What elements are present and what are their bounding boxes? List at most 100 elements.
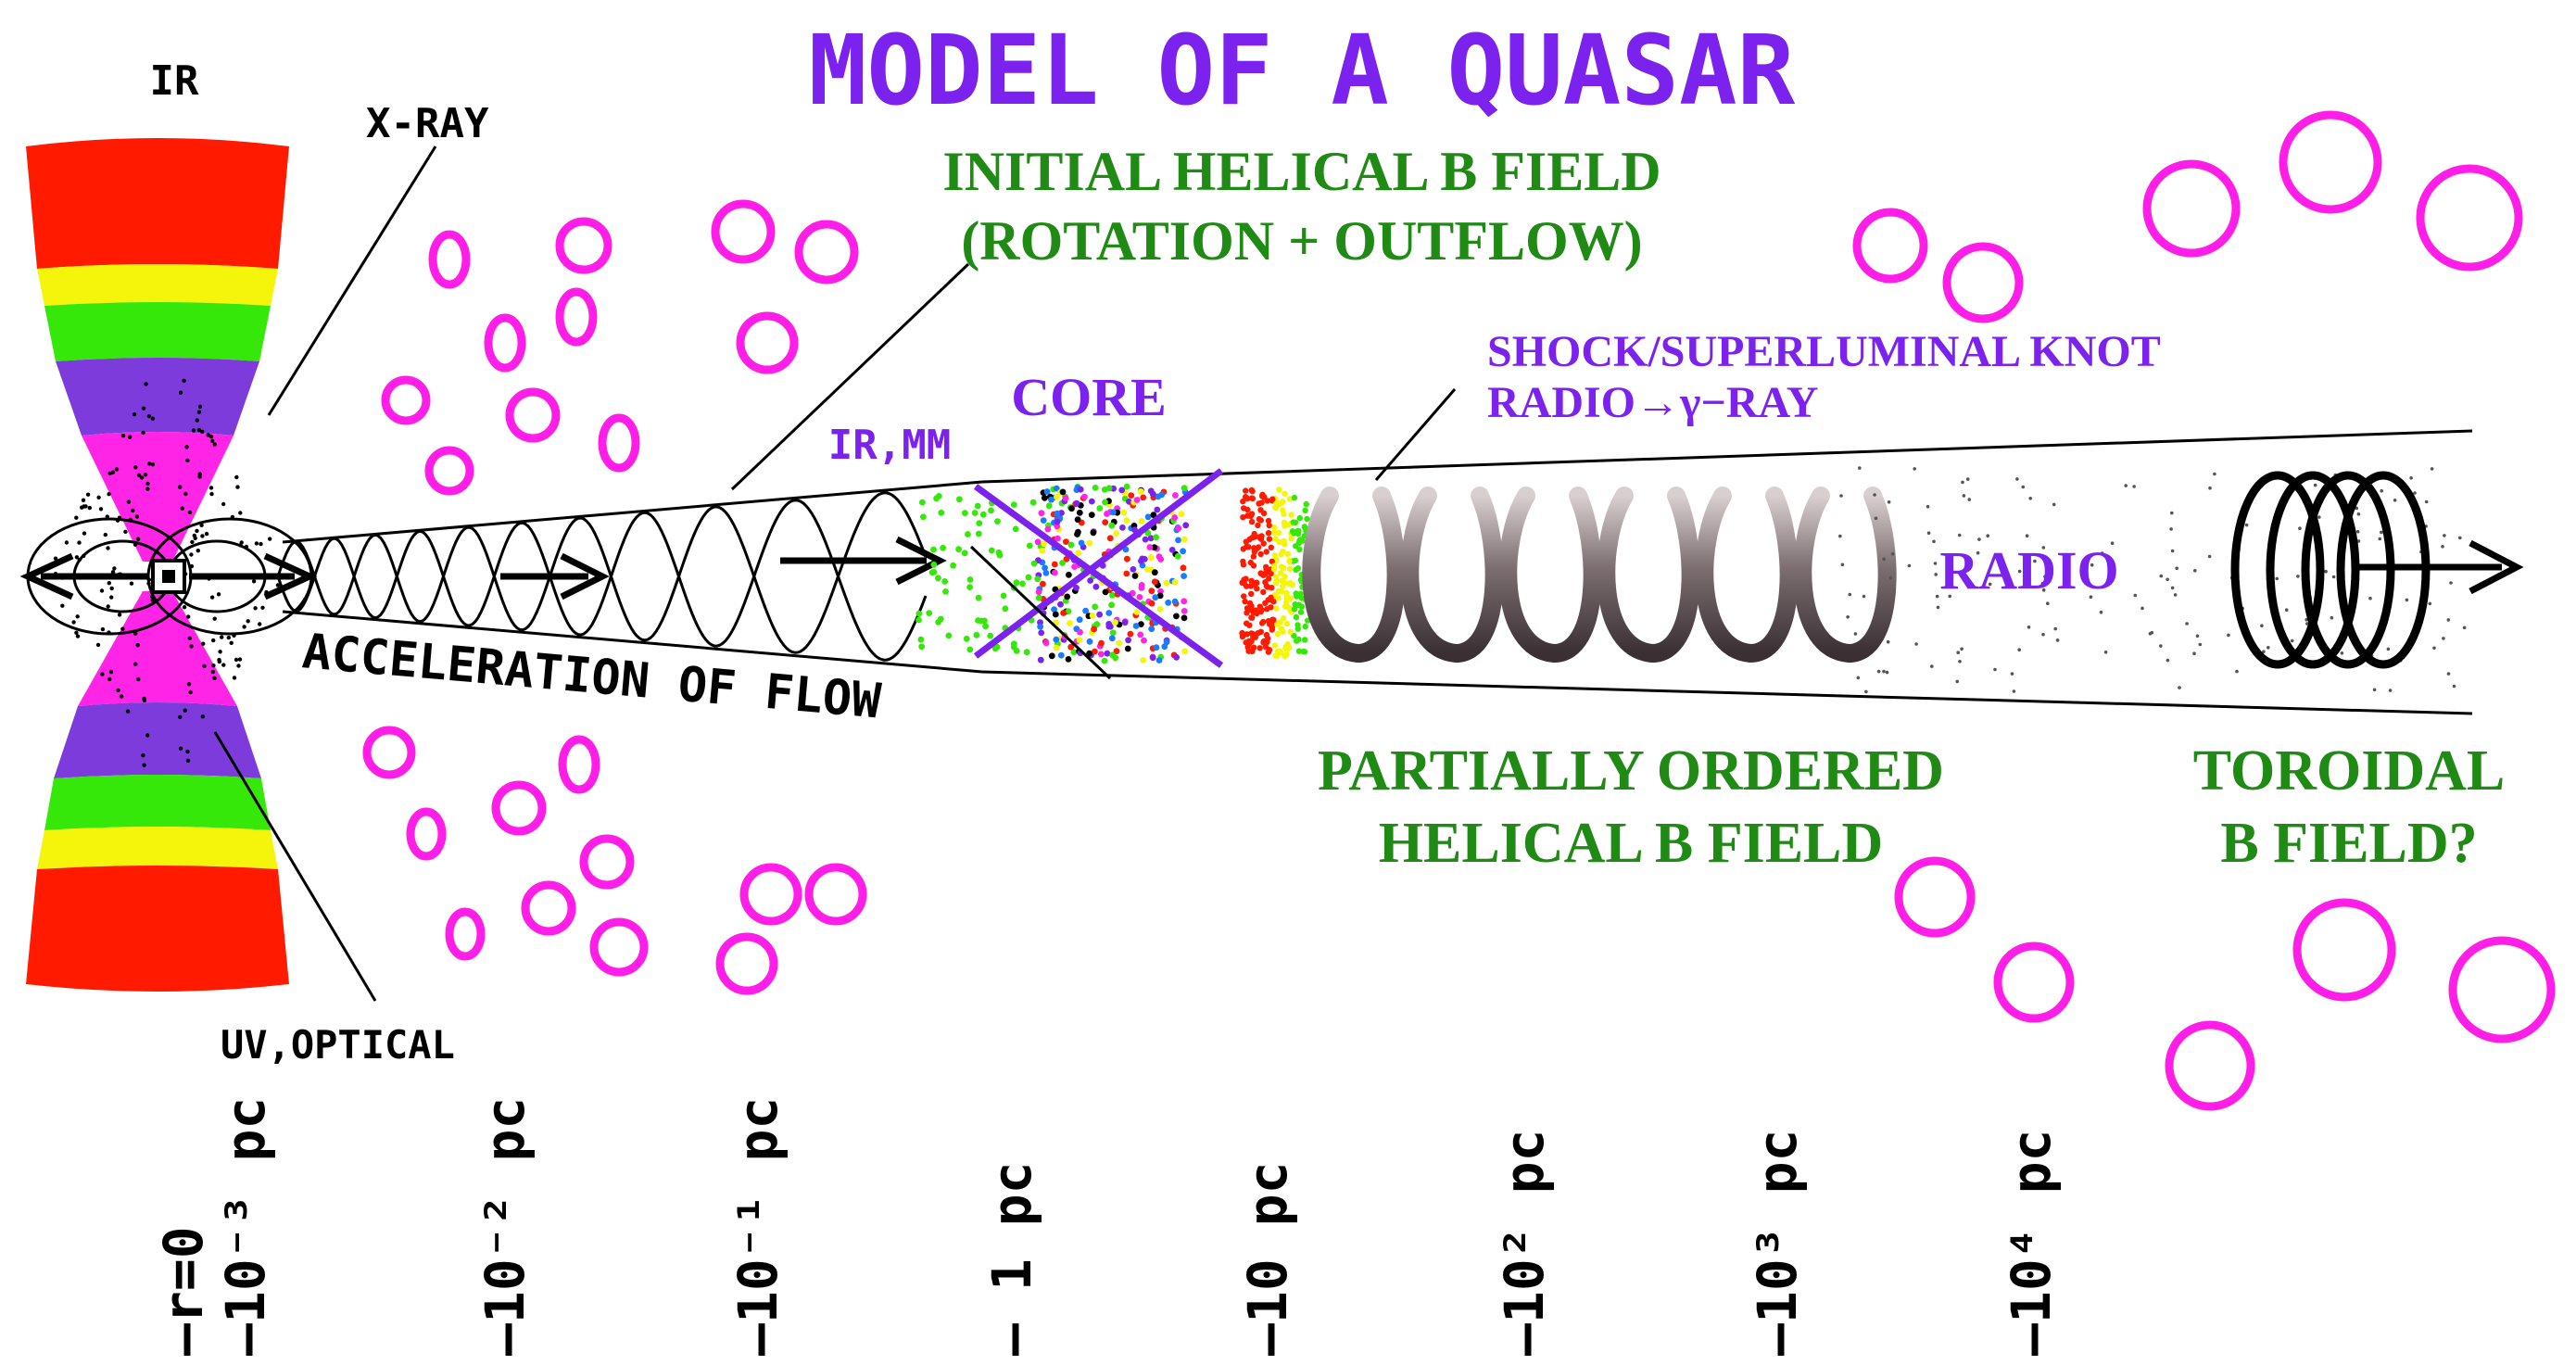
jet-dot <box>1840 562 1845 567</box>
core-dot <box>1138 621 1144 627</box>
core-dot <box>1171 578 1179 586</box>
core-dot <box>1168 547 1176 553</box>
jet-dot <box>1993 667 1997 672</box>
core-dot <box>930 569 938 575</box>
core-dot <box>1045 502 1053 510</box>
jet-dot <box>2331 575 2336 579</box>
jet-dot <box>1914 642 1918 646</box>
dust-dot <box>209 491 214 497</box>
jet-arrowhead-4 <box>2469 539 2524 595</box>
core-dot <box>1060 610 1067 616</box>
core-dot <box>1066 571 1072 578</box>
cloud <box>1852 208 1928 284</box>
dust-dot <box>191 428 196 433</box>
knot-dot <box>1281 511 1287 517</box>
jet-dot <box>2027 626 2031 629</box>
knot-dot <box>1266 536 1273 542</box>
cloud <box>406 807 447 861</box>
jet-dot <box>1988 582 1992 587</box>
jet-dot <box>2428 601 2432 606</box>
knot-dot <box>1291 494 1298 501</box>
dust-dot <box>208 434 214 439</box>
jet-dot <box>2103 651 2108 654</box>
knot-dot <box>1251 581 1258 588</box>
dust-dot <box>210 669 216 675</box>
torus-top-green <box>44 302 271 361</box>
dust-dot <box>180 506 184 511</box>
jet-dot <box>1926 531 1931 535</box>
core-dot <box>1165 599 1172 606</box>
core-dot <box>1054 510 1061 517</box>
core-dot <box>1034 575 1042 583</box>
cloud <box>2142 159 2241 258</box>
core-dot <box>1106 535 1114 542</box>
jet-dot <box>1962 494 1966 498</box>
jet-dot <box>1932 539 1936 544</box>
jet-dot <box>2378 537 2382 541</box>
jet-dot <box>2413 491 2417 495</box>
jet-dot <box>2405 598 2409 602</box>
core-dot <box>1097 651 1105 658</box>
spring-coil <box>1302 487 1406 664</box>
knot-dot <box>1280 549 1286 555</box>
core-dot <box>1092 603 1099 611</box>
shock-knot-dots <box>1239 487 1311 660</box>
knot-dot <box>1269 625 1276 631</box>
core-dot <box>1180 548 1186 555</box>
knot-dot <box>1240 498 1246 505</box>
jet-dot <box>1864 689 1868 694</box>
core-dot <box>1000 592 1007 600</box>
core-dot <box>1109 651 1116 659</box>
jet-dot <box>2452 684 2456 689</box>
core-dot <box>1151 569 1158 576</box>
core-dot <box>1171 598 1179 605</box>
label-partial-1: PARTIALLY ORDERED <box>1318 739 1944 803</box>
leader-core <box>969 545 1112 680</box>
core-dot <box>1048 652 1055 660</box>
jet-dot <box>1887 500 1891 504</box>
dust-dot <box>74 630 79 635</box>
knot-dot <box>1283 599 1290 606</box>
dust-dot <box>182 605 187 610</box>
jet-dot <box>2449 581 2453 585</box>
core-dot <box>971 510 979 516</box>
knot-dot <box>1248 495 1256 501</box>
core-dot <box>1138 584 1145 591</box>
core-dot <box>1037 623 1043 630</box>
core-dot <box>1041 495 1048 501</box>
knot-dot <box>1290 519 1297 525</box>
core-dot <box>1026 542 1033 550</box>
dust-dot <box>100 672 105 676</box>
leader-lines <box>213 145 1457 1002</box>
jet-dot <box>1886 639 1890 644</box>
knot-dot <box>1249 648 1256 654</box>
core-dot <box>1153 644 1160 651</box>
jet-edge-top-outer <box>981 429 2473 484</box>
cloud <box>445 907 486 961</box>
jet-dot <box>2446 618 2451 622</box>
knot-dot <box>1303 500 1309 508</box>
core-dot <box>1181 485 1188 492</box>
core-dot <box>1181 536 1188 543</box>
label-uv-optical: UV,OPTICAL <box>221 1022 455 1068</box>
dust-dot <box>212 442 217 447</box>
torus-bottom-yellow <box>37 827 278 869</box>
knot-dot <box>1268 544 1275 550</box>
cloud <box>491 780 547 836</box>
dust-dot <box>238 511 243 515</box>
dust-dot <box>150 462 156 467</box>
jet-dot <box>1956 651 1960 654</box>
scale-10-pc: —10 pc <box>1236 1161 1299 1356</box>
core-dot <box>1088 512 1095 518</box>
scale-r0: —r=0 <box>152 1226 215 1356</box>
dust-dot <box>133 465 138 470</box>
core-dot <box>975 594 982 601</box>
core-dot <box>1062 495 1069 501</box>
core-dot <box>1144 513 1152 521</box>
knot-dot <box>1291 632 1297 639</box>
jet-dot <box>2305 622 2309 626</box>
knot-dot <box>1283 651 1290 658</box>
core-dot <box>988 547 995 554</box>
jet-dot <box>1926 504 1930 509</box>
core-dot <box>982 623 989 630</box>
